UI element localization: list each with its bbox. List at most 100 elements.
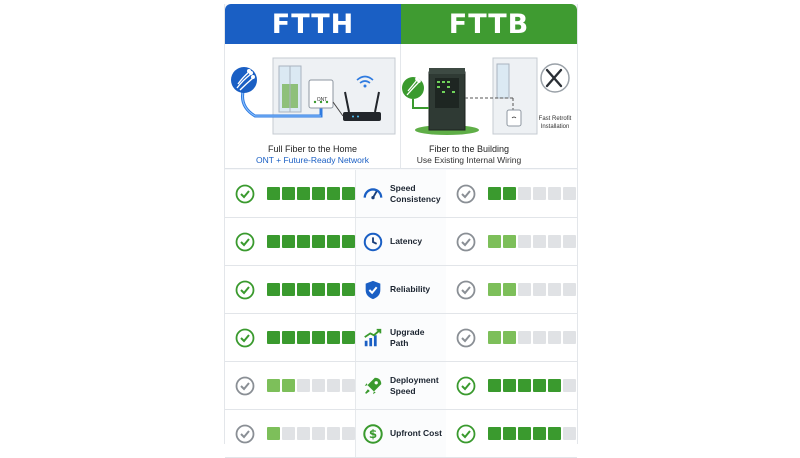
rating-segment <box>533 331 546 344</box>
rating-segment <box>312 235 325 248</box>
fttb-rating-bar <box>488 187 576 200</box>
rating-segment <box>563 283 576 296</box>
ftth-cell <box>225 362 355 409</box>
shield-check-icon <box>362 279 384 301</box>
fiber-optic-icon <box>236 69 256 91</box>
rocket-icon <box>362 375 384 397</box>
rating-segment <box>327 427 340 440</box>
rating-segment <box>342 235 355 248</box>
rating-segment <box>297 283 310 296</box>
rating-segment <box>503 283 516 296</box>
rating-segment <box>503 187 516 200</box>
rating-segment <box>312 379 325 392</box>
rating-segment <box>503 235 516 248</box>
rating-segment <box>312 427 325 440</box>
rating-segment <box>533 379 546 392</box>
fttb-cell <box>446 314 577 361</box>
comparison-row: Deployment Speed <box>225 362 577 410</box>
ftth-rating-bar <box>267 379 355 392</box>
rating-segment <box>503 331 516 344</box>
rating-segment <box>518 283 531 296</box>
rating-segment <box>267 331 280 344</box>
svg-text:$: $ <box>369 427 377 441</box>
ont-label: ONT <box>316 97 328 103</box>
ftth-cell <box>225 170 355 217</box>
rating-segment <box>488 427 501 440</box>
fttb-rating-bar <box>488 283 576 296</box>
check-circle-icon <box>235 184 255 203</box>
ftth-illustration: ONT Full Fiber to the Home ONT + Future-… <box>225 44 401 169</box>
rating-segment <box>563 379 576 392</box>
criterion-cell: Reliability <box>355 266 447 313</box>
comparison-row: Speed Consistency <box>225 170 577 218</box>
rating-segment <box>533 427 546 440</box>
rating-segment <box>282 283 295 296</box>
fttb-cell <box>446 362 577 409</box>
ftth-rating-bar <box>267 235 355 248</box>
rating-segment <box>282 331 295 344</box>
ftth-caption: Full Fiber to the Home <box>267 144 358 154</box>
rating-segment <box>488 187 501 200</box>
rating-segment <box>563 331 576 344</box>
check-circle-icon <box>235 328 255 347</box>
check-circle-icon <box>456 232 476 251</box>
criterion-label: Latency <box>390 236 423 246</box>
rating-segment <box>488 283 501 296</box>
fast-retrofit-label: Fast Retrofit Installation <box>538 116 572 130</box>
rating-segment <box>563 427 576 440</box>
fttb-cell <box>446 170 577 217</box>
rating-segment <box>312 331 325 344</box>
comparison-row: Latency <box>225 218 577 266</box>
rating-segment <box>488 331 501 344</box>
rating-segment <box>282 427 295 440</box>
rating-segment <box>297 331 310 344</box>
rating-segment <box>518 235 531 248</box>
rating-segment <box>282 187 295 200</box>
criterion-label: Deployment Speed <box>390 374 439 396</box>
comparison-row: Upgrade Path <box>225 314 577 362</box>
ftth-rating-bar <box>267 331 355 344</box>
rating-segment <box>267 187 280 200</box>
check-circle-icon <box>456 184 476 203</box>
clock-icon <box>362 231 384 253</box>
rating-segment <box>488 379 501 392</box>
rating-segment <box>267 235 280 248</box>
fttb-cell <box>446 218 577 265</box>
rating-segment <box>548 379 561 392</box>
ftth-title: FTTH <box>271 8 355 40</box>
ftth-rating-bar <box>267 187 355 200</box>
ftth-home-network-illustration <box>231 57 396 135</box>
tools-icon <box>545 68 563 88</box>
rating-segment <box>327 187 340 200</box>
ftth-cell <box>225 218 355 265</box>
rating-segment <box>548 427 561 440</box>
ftth-cell <box>225 314 355 361</box>
rating-segment <box>548 331 561 344</box>
speedometer-icon <box>362 183 384 205</box>
ftth-header: FTTH <box>225 4 401 44</box>
rating-segment <box>488 235 501 248</box>
ftth-cell <box>225 266 355 313</box>
rating-segment <box>518 379 531 392</box>
check-circle-icon <box>456 280 476 299</box>
fttb-title: FTTB <box>448 8 530 40</box>
check-circle-icon <box>235 280 255 299</box>
rating-segment <box>312 187 325 200</box>
check-circle-icon <box>456 328 476 347</box>
fttb-cell <box>446 266 577 313</box>
rating-segment <box>342 283 355 296</box>
ftth-subcaption: ONT + Future-Ready Network <box>256 155 369 165</box>
comparison-panel: FTTH FTTB <box>224 4 578 458</box>
fttb-rating-bar <box>488 379 576 392</box>
dollar-coin-icon: $ <box>362 423 384 445</box>
criterion-cell: Upgrade Path <box>355 314 447 361</box>
fiber-optic-icon <box>406 77 421 96</box>
wifi-icon <box>356 75 374 84</box>
comparison-row: Reliability <box>225 266 577 314</box>
rating-segment <box>282 379 295 392</box>
growth-chart-icon <box>362 327 384 349</box>
ftth-rating-bar <box>267 427 355 440</box>
criterion-cell: Latency <box>355 218 447 265</box>
rating-segment <box>548 283 561 296</box>
check-circle-icon <box>456 376 476 395</box>
